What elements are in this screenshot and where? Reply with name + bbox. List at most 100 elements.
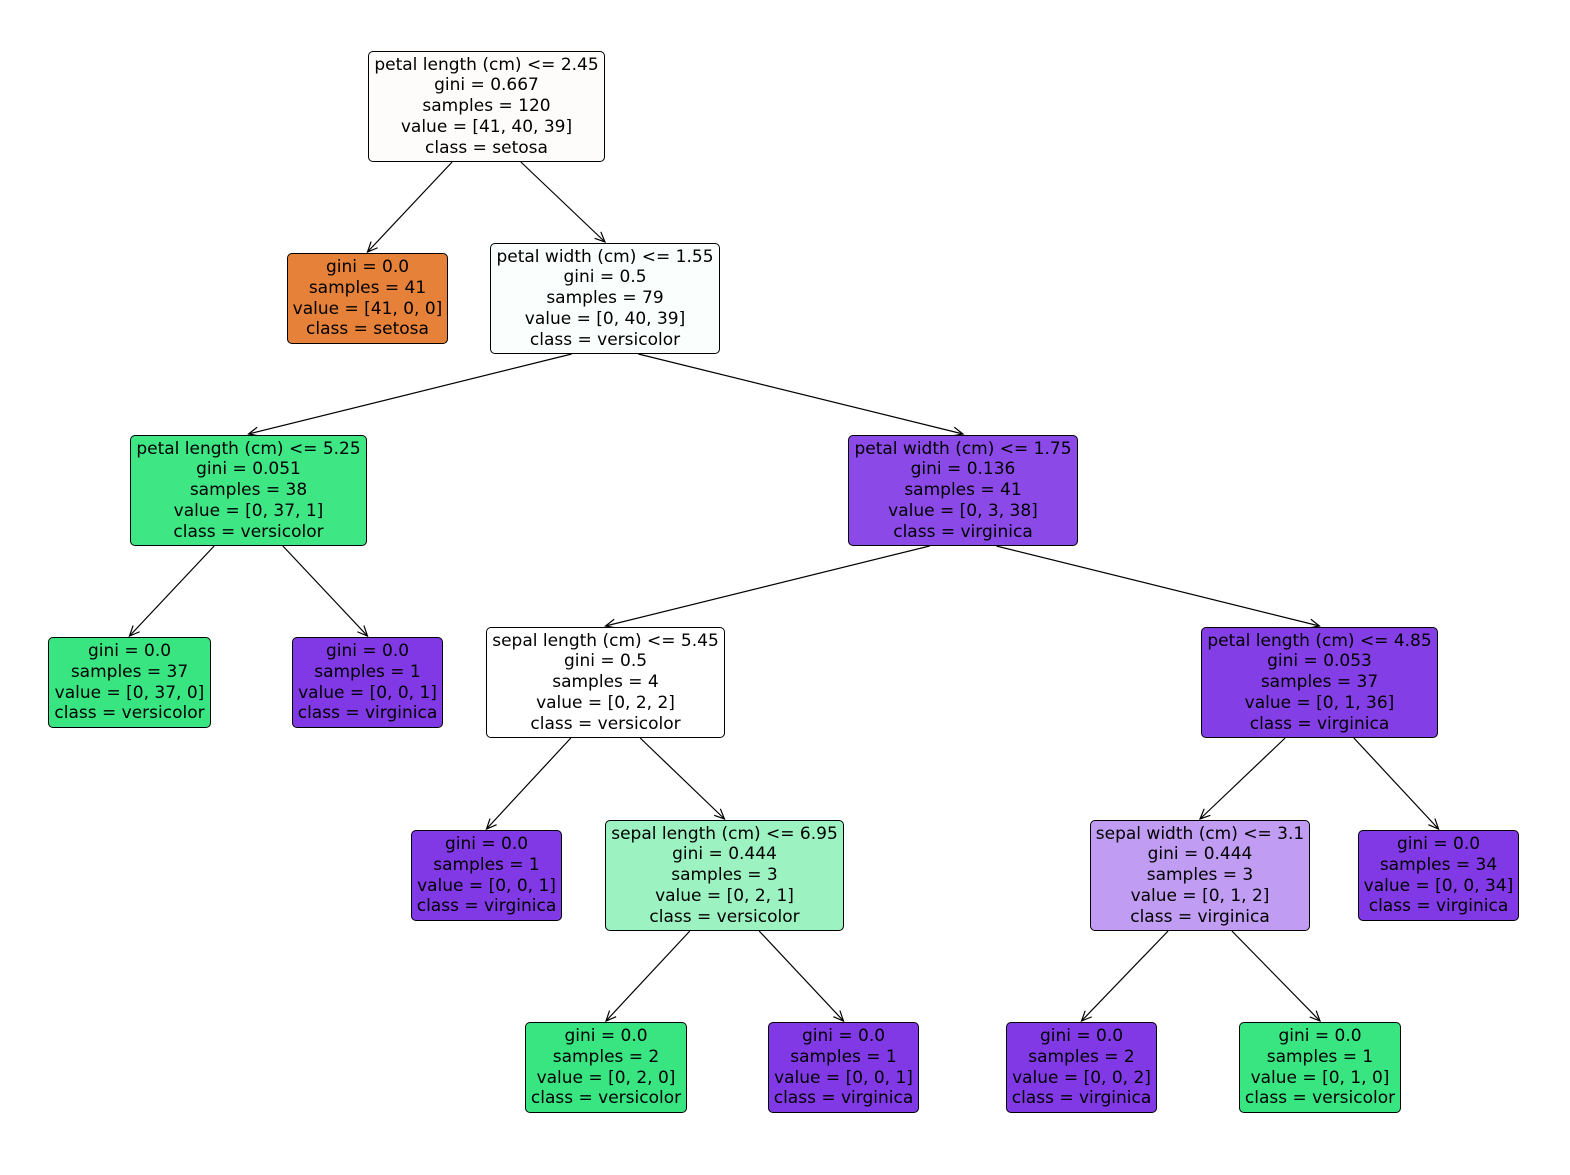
arrowhead-n9 [713, 808, 726, 821]
node-text-line: value = [0, 0, 34] [1363, 875, 1514, 896]
edge-n13-n15 [1231, 930, 1321, 1022]
node-text-line: gini = 0.444 [1147, 844, 1253, 865]
node-text-line: value = [0, 3, 38] [888, 500, 1038, 521]
node-text-line: samples = 38 [189, 480, 308, 501]
edge-n7-n9 [639, 737, 725, 820]
node-text-line: gini = 0.0 [801, 1025, 886, 1046]
node-text-line: value = [0, 1, 2] [1130, 885, 1270, 906]
node-text-line: petal width (cm) <= 1.55 [496, 246, 714, 267]
arrowhead-n16 [1428, 818, 1440, 831]
node-text-line: value = [0, 0, 1] [774, 1067, 913, 1088]
node-text-line: gini = 0.0 [325, 256, 410, 277]
node-text-line: value = [0, 0, 1] [417, 875, 556, 896]
edge-n0-n1 [367, 161, 453, 253]
node-text-line: class = virginica [1130, 906, 1270, 927]
node-text-line: class = versicolor [54, 703, 205, 724]
edge-n9-n11 [758, 930, 844, 1022]
node-text-line: class = virginica [1249, 713, 1390, 734]
node-text-line: gini = 0.444 [672, 844, 777, 865]
node-text-line: samples = 3 [1146, 865, 1254, 886]
node-text-line: value = [0, 40, 39] [524, 308, 686, 329]
node-text-line: value = [0, 37, 0] [54, 682, 205, 703]
edge-n9-n10 [605, 930, 691, 1022]
node-text-line: gini = 0.0 [444, 833, 529, 854]
node-text-line: class = virginica [893, 521, 1033, 542]
edge-n2-n3 [248, 353, 572, 435]
node-text-line: petal width (cm) <= 1.75 [854, 438, 1072, 459]
node-text-line: samples = 41 [904, 480, 1022, 501]
node-text-line: class = virginica [1368, 896, 1509, 917]
edge-n13-n14 [1081, 930, 1169, 1022]
node-text-line: gini = 0.0 [1039, 1025, 1124, 1046]
node-text-line: samples = 4 [552, 672, 659, 693]
node-text-line: class = versicolor [530, 713, 681, 734]
node-text-line: samples = 1 [433, 854, 540, 875]
node-text-line: samples = 1 [790, 1046, 897, 1067]
node-text-line: value = [0, 37, 1] [173, 500, 324, 521]
arrowhead-n8 [485, 818, 497, 831]
node-text-line: samples = 34 [1379, 854, 1498, 875]
node-text-line: value = [0, 0, 2] [1012, 1067, 1151, 1088]
node-text-line: samples = 120 [422, 96, 551, 117]
node-text-line: gini = 0.0 [325, 640, 410, 661]
node-text-line: gini = 0.053 [1267, 651, 1372, 672]
node-text-line: value = [41, 40, 39] [400, 116, 573, 137]
node-text-line: petal length (cm) <= 2.45 [374, 54, 599, 75]
node-text-line: petal length (cm) <= 5.25 [136, 438, 361, 459]
node-text-line: class = versicolor [1244, 1088, 1396, 1109]
node-text-line: value = [0, 2, 2] [536, 692, 675, 713]
node-text-line: gini = 0.5 [563, 651, 648, 672]
node-text-line: value = [0, 0, 1] [298, 682, 437, 703]
node-text-line: sepal length (cm) <= 6.95 [611, 823, 838, 844]
node-text-line: class = setosa [306, 319, 429, 340]
node-text-line: class = virginica [1011, 1088, 1152, 1109]
node-text-line: value = [0, 1, 36] [1244, 692, 1395, 713]
node-text-line: gini = 0.0 [1278, 1025, 1362, 1046]
node-text-line: samples = 41 [308, 277, 427, 298]
node-text-line: samples = 1 [1266, 1046, 1374, 1067]
node-text-line: gini = 0.0 [1396, 833, 1481, 854]
node-text-line: samples = 3 [671, 865, 778, 886]
node-text-line: gini = 0.0 [564, 1025, 648, 1046]
arrowhead-n4 [128, 625, 140, 638]
arrowhead-n14 [1080, 1010, 1092, 1023]
node-text-line: sepal length (cm) <= 5.45 [492, 630, 719, 651]
arrowhead-n13 [1198, 808, 1211, 821]
node-text-line: samples = 2 [552, 1046, 660, 1067]
node-text-line: class = versicolor [173, 521, 324, 542]
edge-n12-n13 [1199, 737, 1286, 820]
edge-n3-n4 [129, 545, 215, 637]
node-text-line: class = virginica [297, 703, 438, 724]
edge-n2-n6 [638, 353, 964, 435]
node-text-line: samples = 1 [314, 661, 421, 682]
arrowhead-n11 [833, 1010, 845, 1023]
node-text-line: gini = 0.051 [196, 459, 301, 480]
arrowhead-n1 [366, 241, 378, 254]
edge-n3-n5 [282, 545, 368, 637]
node-text-line: value = [0, 2, 0] [536, 1067, 676, 1088]
arrowhead-n15 [1309, 1010, 1322, 1023]
node-text-line: gini = 0.5 [563, 267, 647, 288]
node-text-line: class = virginica [773, 1088, 914, 1109]
edge-n6-n7 [605, 545, 930, 627]
edge-n12-n16 [1353, 737, 1439, 830]
node-text-line: class = versicolor [529, 329, 681, 350]
node-text-line: gini = 0.0 [87, 640, 172, 661]
node-text-line: samples = 37 [70, 661, 189, 682]
